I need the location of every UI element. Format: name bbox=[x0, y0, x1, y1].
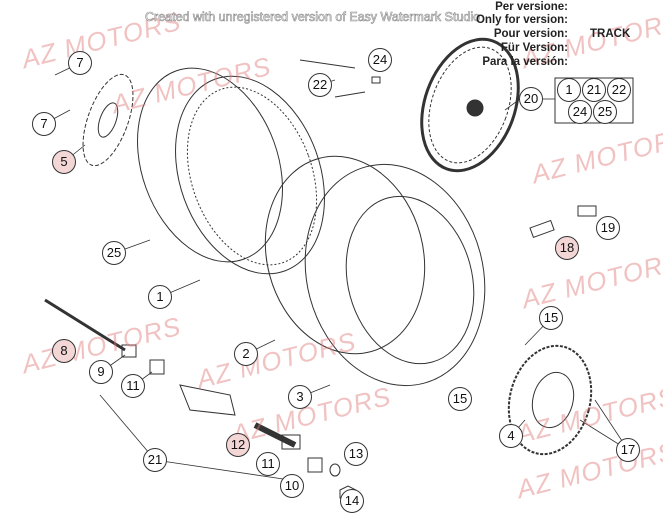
version-label: Pour version: bbox=[493, 28, 568, 40]
callout: 11 bbox=[121, 374, 145, 398]
version-value: TRACK bbox=[590, 28, 631, 40]
kit-item: 25 bbox=[593, 100, 617, 124]
kit-item: 21 bbox=[582, 78, 606, 102]
callout: 4 bbox=[499, 424, 523, 448]
callout: 18 bbox=[555, 236, 579, 260]
callout: 1 bbox=[148, 285, 172, 309]
version-label: Only for version: bbox=[475, 14, 568, 26]
version-label: Per versione: bbox=[495, 1, 568, 13]
callout: 19 bbox=[596, 216, 620, 240]
sprocket bbox=[507, 344, 593, 456]
callout: 11 bbox=[256, 452, 280, 476]
callout: 13 bbox=[344, 442, 368, 466]
callout: 22 bbox=[308, 73, 332, 97]
callout-kit: 20 bbox=[519, 87, 543, 111]
watermark-banner: Created with unregistered version of Eas… bbox=[145, 10, 481, 25]
brake-disc bbox=[82, 73, 134, 167]
kit-item: 1 bbox=[557, 78, 581, 102]
spokes-nipples bbox=[299, 59, 381, 98]
callout: 21 bbox=[143, 448, 167, 472]
callout: 3 bbox=[288, 385, 312, 409]
axle bbox=[44, 298, 357, 503]
version-label: Für Version: bbox=[500, 42, 568, 54]
callout: 9 bbox=[89, 360, 113, 384]
tire-front-left bbox=[137, 67, 325, 275]
callout: 17 bbox=[616, 438, 640, 462]
callout: 25 bbox=[102, 241, 126, 265]
callout: 7 bbox=[68, 51, 92, 75]
spoked-wheel bbox=[420, 37, 520, 173]
callout: 2 bbox=[234, 342, 258, 366]
kit-item: 24 bbox=[568, 100, 592, 124]
callout: 5 bbox=[52, 150, 76, 174]
callout: 12 bbox=[226, 433, 250, 457]
callout: 15 bbox=[539, 306, 563, 330]
tube bbox=[264, 155, 426, 355]
callout: 15 bbox=[448, 387, 472, 411]
tire-rear bbox=[304, 163, 486, 387]
callout: 14 bbox=[340, 489, 364, 513]
chain-links bbox=[529, 205, 597, 239]
callout: 8 bbox=[52, 339, 76, 363]
version-label: Para la versión: bbox=[482, 56, 568, 68]
callout: 24 bbox=[368, 48, 392, 72]
callout: 7 bbox=[32, 112, 56, 136]
callout: 10 bbox=[280, 474, 304, 498]
kit-item: 22 bbox=[607, 78, 631, 102]
